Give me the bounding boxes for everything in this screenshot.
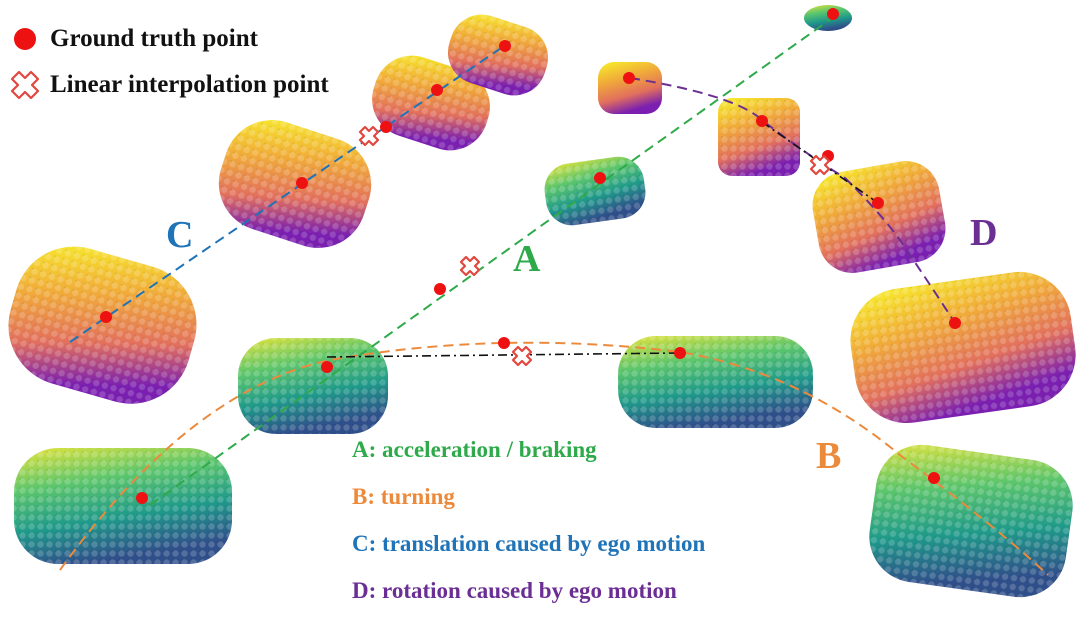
car-a-bottom [14, 448, 232, 564]
car-c2 [218, 120, 372, 248]
car-c4 [447, 14, 549, 96]
gt-point [100, 311, 112, 323]
gt-point [674, 347, 686, 359]
legend-linear-interp-label: Linear interpolation point [50, 71, 329, 98]
caption-a-text: acceleration / braking [382, 437, 597, 462]
red-dot-icon [14, 28, 36, 50]
interp-b-line [326, 352, 681, 358]
captions: A: acceleration / braking B: turning C: … [352, 430, 705, 618]
gt-point [949, 317, 961, 329]
caption-d: D: rotation caused by ego motion [352, 578, 677, 603]
label-a: A [513, 238, 541, 280]
car-b-right [618, 336, 813, 428]
legend: Ground truth point Linear interpolation … [8, 16, 329, 108]
caption-d-key: D [352, 578, 369, 603]
car-d1 [598, 62, 662, 114]
label-d: D [970, 212, 998, 254]
caption-d-text: rotation caused by ego motion [382, 578, 677, 603]
gt-point [380, 121, 392, 133]
car-d3 [812, 161, 946, 273]
caption-c: C: translation caused by ego motion [352, 531, 706, 556]
car-d2 [718, 98, 800, 176]
trajectory-c-line [69, 41, 511, 343]
car-d4 [850, 271, 1076, 424]
gt-point [623, 72, 635, 84]
car-c1 [8, 246, 197, 404]
gt-point [296, 177, 308, 189]
gt-point [499, 40, 511, 52]
trajectory-d-curve [629, 77, 956, 324]
gt-point [431, 84, 443, 96]
car-a-center [238, 338, 388, 434]
car-b-bottom [869, 444, 1073, 598]
caption-a: A: acceleration / braking [352, 437, 597, 462]
label-b: B [816, 435, 842, 477]
gt-point [594, 172, 606, 184]
legend-ground-truth-label: Ground truth point [50, 25, 258, 52]
gt-point [928, 472, 940, 484]
label-c: C [166, 214, 194, 256]
interp-marker [511, 345, 533, 367]
car-c3 [372, 55, 490, 151]
trajectory-b-curve [59, 341, 1049, 576]
gt-point [136, 492, 148, 504]
gt-point [498, 337, 510, 349]
caption-a-key: A [352, 437, 369, 462]
legend-ground-truth: Ground truth point [8, 16, 329, 62]
gt-point [872, 197, 884, 209]
interp-marker [358, 125, 380, 147]
trajectory-a-line [149, 15, 836, 506]
car-a-top [804, 5, 852, 31]
car-a-mid [544, 156, 646, 226]
gt-point [756, 115, 768, 127]
caption-b-key: B [352, 484, 368, 509]
gt-point [434, 283, 446, 295]
caption-c-text: translation caused by ego motion [382, 531, 706, 556]
ground-truth-points [100, 8, 961, 504]
gt-point [321, 361, 333, 373]
gt-point [827, 8, 839, 20]
interp-marker [809, 154, 831, 176]
caption-c-key: C [352, 531, 369, 556]
legend-linear-interp: Linear interpolation point [8, 62, 329, 108]
caption-b-text: turning [380, 484, 455, 509]
cross-mark-icon [10, 70, 40, 100]
caption-b: B: turning [352, 484, 455, 509]
interp-marker [459, 255, 481, 277]
